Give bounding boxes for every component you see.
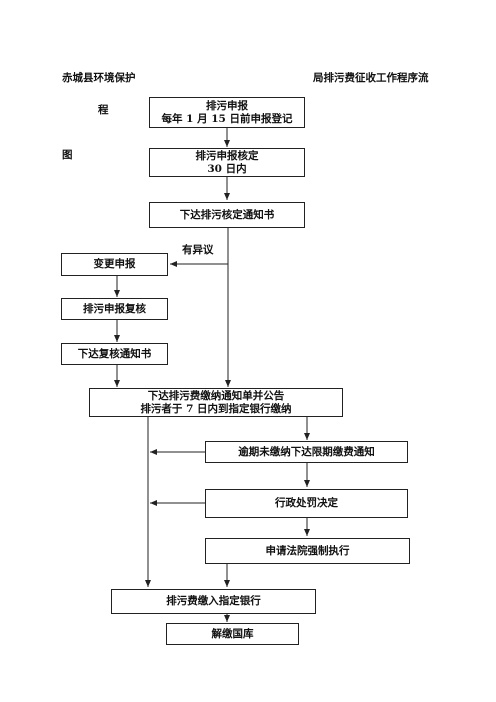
node-declaration-verification: 排污申报核定 30 日内 — [149, 148, 305, 177]
node-verification-notice: 下达排污核定通知书 — [149, 202, 305, 228]
header-right-title: 局排污费征收工作程序流 — [313, 72, 429, 84]
node-recheck-notice: 下达复核通知书 — [61, 343, 168, 365]
node-verification-notice-label: 下达排污核定通知书 — [179, 208, 275, 221]
node-declaration-recheck: 排污申报复核 — [61, 298, 168, 320]
node-payment-notice-line2: 排污者于 7 日内到指定银行缴纳 — [140, 402, 292, 415]
node-declaration-verification-line2: 30 日内 — [207, 162, 247, 175]
header-side-char-1: 程 — [98, 104, 109, 116]
node-court-enforcement-label: 申请法院强制执行 — [265, 544, 350, 557]
node-payment-notice: 下达排污费缴纳通知单并公告 排污者于 7 日内到指定银行缴纳 — [89, 388, 343, 417]
header-left-title: 赤城县环境保护 — [62, 72, 136, 84]
node-pollution-declaration: 排污申报 每年 1 月 15 日前申报登记 — [149, 97, 305, 128]
node-bank-deposit: 排污费缴入指定银行 — [111, 589, 316, 614]
node-change-declaration-label: 变更申报 — [93, 258, 136, 270]
node-overdue-notice: 逾期未缴纳下达限期缴费通知 — [205, 441, 408, 463]
node-declaration-verification-line1: 排污申报核定 — [195, 149, 259, 162]
node-payment-notice-line1: 下达排污费缴纳通知单并公告 — [147, 389, 285, 402]
node-bank-deposit-label: 排污费缴入指定银行 — [166, 595, 261, 607]
node-court-enforcement: 申请法院强制执行 — [205, 538, 410, 564]
header-side-char-2: 图 — [62, 149, 73, 161]
node-pollution-declaration-line1: 排污申报 — [206, 99, 248, 112]
label-objection: 有异议 — [182, 244, 214, 256]
node-administrative-penalty-label: 行政处罚决定 — [275, 497, 338, 509]
node-overdue-notice-label: 逾期未缴纳下达限期缴费通知 — [238, 445, 375, 458]
node-treasury: 解缴国库 — [166, 623, 299, 645]
node-recheck-notice-label: 下达复核通知书 — [77, 347, 152, 360]
node-declaration-recheck-label: 排污申报复核 — [83, 302, 146, 315]
node-administrative-penalty: 行政处罚决定 — [205, 489, 408, 518]
node-change-declaration: 变更申报 — [61, 253, 168, 276]
node-pollution-declaration-line2: 每年 1 月 15 日前申报登记 — [161, 112, 293, 125]
node-treasury-label: 解缴国库 — [211, 627, 254, 640]
